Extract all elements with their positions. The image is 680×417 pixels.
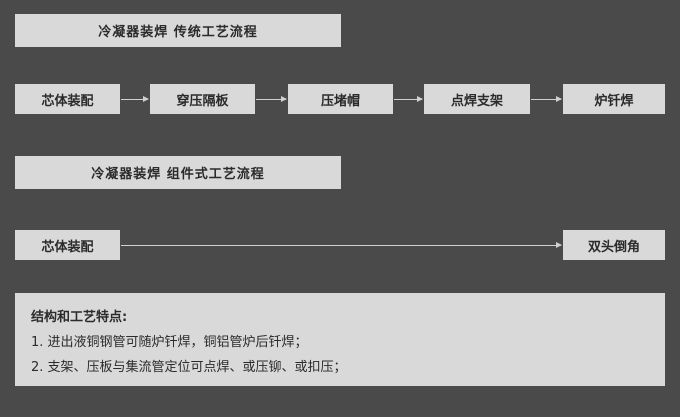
notes-title: 结构和工艺特点: bbox=[31, 310, 128, 325]
flow1-step-furnace-brazing: 炉钎焊 bbox=[563, 84, 665, 114]
flow2-title: 冷凝器装焊 组件式工艺流程 bbox=[15, 156, 341, 189]
arrow-right-icon bbox=[121, 242, 562, 248]
flow2-step-double-chamfer: 双头倒角 bbox=[563, 230, 665, 260]
arrow-right-icon bbox=[531, 96, 562, 102]
flow1-step-press-cap: 压堵帽 bbox=[288, 84, 393, 114]
notes-item-1: 1. 进出液铜钢管可随炉钎焊，铜铝管炉后钎焊； bbox=[31, 335, 308, 350]
flow1-title: 冷凝器装焊 传统工艺流程 bbox=[15, 14, 341, 47]
arrow-right-icon bbox=[121, 96, 149, 102]
flow1-step-press-partition: 穿压隔板 bbox=[150, 84, 255, 114]
flow1-step-spot-weld-bracket: 点焊支架 bbox=[424, 84, 530, 114]
flow1-step-core-assembly: 芯体装配 bbox=[15, 84, 120, 114]
notes-panel: 结构和工艺特点: 1. 进出液铜钢管可随炉钎焊，铜铝管炉后钎焊； 2. 支架、压… bbox=[15, 293, 665, 386]
arrow-right-icon bbox=[256, 96, 287, 102]
flow2-step-core-assembly: 芯体装配 bbox=[15, 230, 120, 260]
notes-item-2: 2. 支架、压板与集流管定位可点焊、或压铆、或扣压； bbox=[31, 360, 347, 375]
arrow-right-icon bbox=[394, 96, 423, 102]
